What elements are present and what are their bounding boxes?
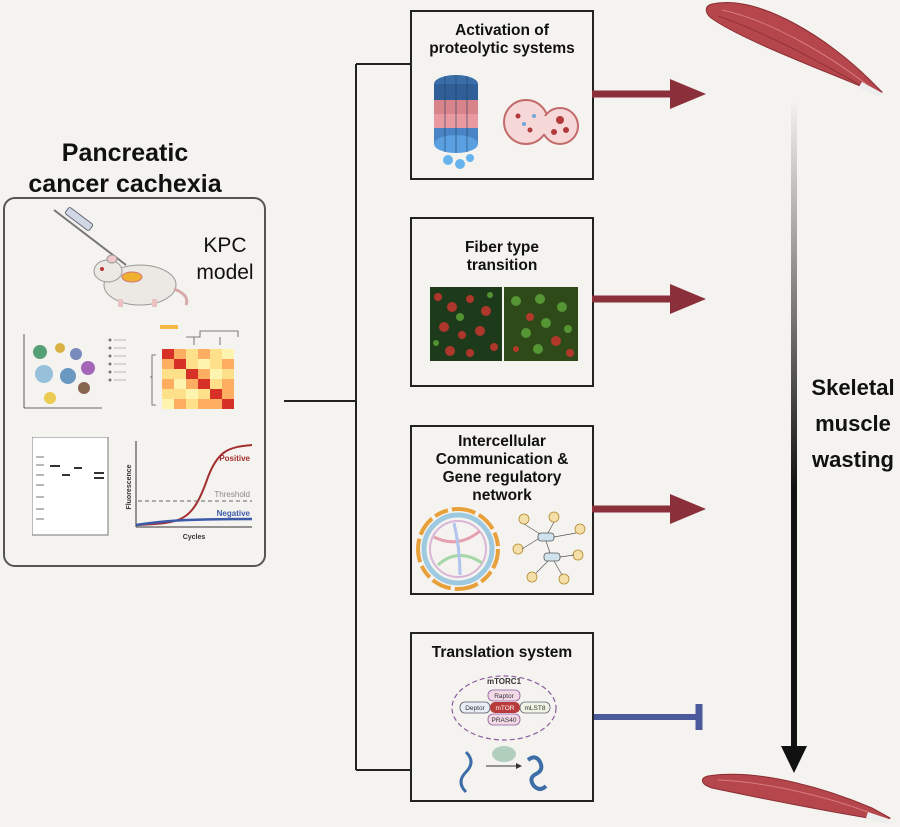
panel-proteolytic-title: Activation of proteolytic systems: [412, 22, 592, 58]
mtorc1-complex-diagram: mTORC1 Raptor Deptor mTOR mLST8 PRAS40: [451, 675, 557, 794]
title-line-2: cancer cachexia: [28, 170, 222, 198]
kpc-line-2: model: [196, 261, 254, 284]
arrow-fiber: [592, 284, 706, 314]
atrophied-muscle-icon: [702, 773, 892, 824]
wasting-arrow-shaft: [791, 100, 797, 750]
qpcr-threshold-label: Threshold: [214, 490, 250, 499]
qpcr-ylabel: Fluorescence: [126, 464, 133, 509]
circos-network-icon: [416, 507, 586, 591]
gel-blot-icon: [32, 437, 109, 536]
heatmap-icon: [150, 325, 239, 409]
panel-fiber-type: Fiber type transition: [410, 217, 594, 387]
panel-fiber-line-2: transition: [466, 257, 538, 274]
panel-fiber-line-1: Fiber type: [464, 239, 540, 256]
panel-translation-title: Translation system: [431, 644, 573, 661]
mtorc1-label: mTORC1: [487, 677, 522, 686]
outcome-line-3: wasting: [812, 447, 894, 472]
mtor-label: mTOR: [495, 705, 514, 712]
qpcr-positive-label: Positive: [219, 454, 250, 463]
wasting-arrow-head: [781, 746, 807, 773]
panel-communication-line-2: Communication &: [435, 451, 569, 468]
proteasome-lysosome-icon: [434, 75, 579, 169]
tsne-plot-icon: [23, 334, 126, 409]
qpcr-negative-label: Negative: [217, 509, 251, 518]
diagram-title: Pancreatic cancer cachexia: [0, 138, 250, 200]
raptor-label: Raptor: [494, 693, 514, 700]
arrow-communication: [592, 494, 706, 524]
panel-communication-title: Intercellular Communication & Gene regul…: [412, 433, 592, 505]
outcome-label: Skeletal muscle wasting: [803, 370, 900, 478]
panel-proteolytic-line-1: Activation of: [455, 22, 549, 39]
panel-translation: Translation system mTORC1 Raptor Deptor …: [410, 632, 594, 802]
pras40-label: PRAS40: [492, 717, 517, 724]
panel-communication-line-3: Gene regulatory: [442, 469, 562, 486]
outcome-line-2: muscle: [815, 411, 891, 436]
kpc-line-1: KPC: [203, 234, 247, 257]
mouse-injection-icon: [53, 207, 189, 307]
arrow-proteolytic: [592, 79, 706, 109]
panel-fiber-title: Fiber type transition: [412, 239, 592, 275]
inhibit-translation: [594, 704, 703, 730]
kpc-model-label: KPC model: [185, 232, 265, 286]
qpcr-xlabel: Cycles: [183, 534, 206, 541]
qpcr-curve-icon: Positive Threshold Negative Fluorescence…: [126, 441, 253, 541]
outcome-line-1: Skeletal: [811, 375, 895, 400]
healthy-muscle-icon: [705, 2, 884, 96]
title-line-1: Pancreatic: [61, 139, 189, 167]
panel-proteolytic-line-2: proteolytic systems: [429, 40, 575, 57]
deptor-label: Deptor: [465, 705, 485, 712]
mlst8-label: mLST8: [525, 705, 546, 712]
fiber-staining-image: [430, 287, 578, 361]
panel-communication-line-1: Intercellular: [458, 433, 546, 450]
panel-communication: Intercellular Communication & Gene regul…: [410, 425, 594, 595]
panel-proteolytic: Activation of proteolytic systems: [410, 10, 594, 180]
panel-communication-line-4: network: [472, 487, 532, 504]
